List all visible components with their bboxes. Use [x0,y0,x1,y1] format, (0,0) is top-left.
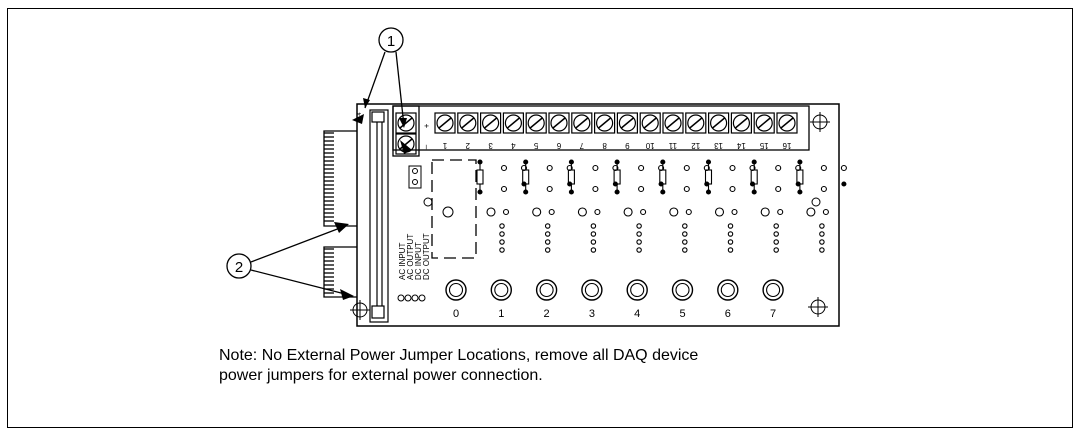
terminal-screw [548,112,570,134]
edge-connector [323,130,357,298]
power-jumper-block [408,165,422,189]
svg-text:AC OUTPUT: AC OUTPUT [406,234,415,280]
terminal-screw [776,112,798,134]
terminal-label: 15 [759,141,768,150]
terminal-screw [480,112,502,134]
terminal-screw [457,112,479,134]
mounting-hole-bottom-right [808,297,828,317]
terminal-label: – [422,145,431,150]
terminal-label: + [422,124,431,129]
note-line-1: Note: No External Power Jumper Locations… [219,347,699,364]
module-socket [717,279,739,301]
terminal-screw [395,112,417,134]
terminal-screw [571,112,593,134]
terminal-screw [685,112,707,134]
terminal-label: 4 [511,141,516,150]
terminal-label: 1 [442,141,447,150]
module-label: 4 [634,308,640,320]
terminal-label: 3 [488,141,493,150]
channel-circuit [613,159,665,253]
module-socket [490,279,512,301]
terminal-screw [525,112,547,134]
terminal-label: 11 [668,141,677,150]
highlight-arrow-power [400,140,412,154]
terminal-label: 16 [782,141,791,150]
note-text: Note: No External Power Jumper Locations… [219,346,939,386]
terminal-block [392,105,810,157]
module-socket [535,279,558,301]
terminal-label: 5 [533,141,538,150]
terminal-label: 8 [602,141,607,150]
module-label: 1 [498,308,504,320]
channel-circuit [476,159,528,253]
module-label: 5 [679,308,685,320]
test-point [423,197,433,207]
module-label: 0 [453,308,459,320]
terminal-screw [434,112,456,134]
terminal-screw [730,112,753,134]
mounting-hole-bottom-left [350,300,370,320]
board-outline [356,103,840,327]
connector-strip [369,109,389,323]
fuse-circle [442,206,454,218]
mounting-hole-top-right [810,112,830,132]
note-line-2: power jumpers for external power connect… [219,367,543,384]
svg-text:1: 1 [387,33,395,50]
channel-circuit [567,159,619,253]
channel-circuit [522,159,573,253]
module-socket [445,279,467,301]
terminal-label: 6 [556,141,561,150]
connector-arrows [352,114,364,124]
module-label: 6 [725,308,731,320]
svg-text:2: 2 [235,259,243,276]
channel-circuit [704,159,756,253]
dashed-region [431,159,477,259]
module-socket [581,279,603,301]
module-socket [671,279,694,301]
channel-circuit [659,159,710,253]
terminal-screw [502,112,524,134]
terminal-screw [639,112,661,134]
jumper-pins [397,294,426,302]
jumper-labels: AC INPUT AC OUTPUT DC INPUT DC OUTPUT [398,233,431,280]
terminal-label: 10 [645,141,654,150]
terminal-screw [593,112,616,134]
terminal-screw [753,112,775,134]
module-label: 3 [589,308,595,320]
terminal-screw [707,112,730,134]
channel-circuit [796,159,847,253]
svg-text:DC INPUT: DC INPUT [414,242,423,280]
terminal-screw [662,112,684,134]
module-socket [762,279,784,301]
svg-text:AC INPUT: AC INPUT [398,243,407,280]
terminal-label: 14 [736,141,745,150]
module-socket [626,279,648,301]
module-label: 2 [544,308,550,320]
callout-2: 2 [226,222,354,300]
channel-circuit [750,159,802,253]
terminal-label: 2 [465,141,470,150]
module-label: 7 [770,308,776,320]
terminal-label: 12 [691,141,700,150]
terminal-label: 13 [714,141,723,150]
terminal-label: 7 [579,141,584,150]
svg-text:DC OUTPUT: DC OUTPUT [422,233,431,280]
callout-1: 1 [363,27,407,128]
terminal-screw [616,112,639,134]
terminal-label: 9 [625,141,630,150]
